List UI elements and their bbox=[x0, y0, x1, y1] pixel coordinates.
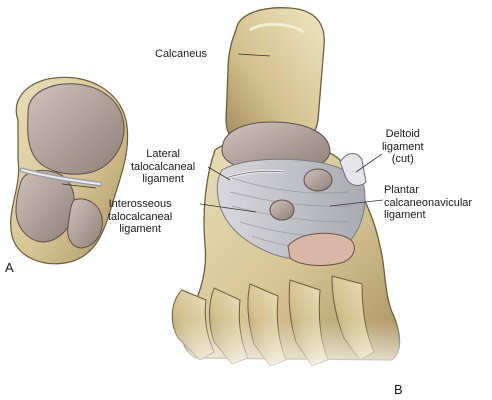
panel-b-letter: B bbox=[394, 382, 403, 397]
leader-interosseous-panel-a bbox=[61, 183, 97, 189]
plantar-calcaneonavicular-ligament-label: Plantar calcaneonavicular ligament bbox=[384, 184, 473, 221]
lateral-talocalcaneal-ligament-label: Lateral talocalcaneal ligament bbox=[131, 148, 196, 185]
leader-interosseous bbox=[199, 203, 257, 213]
panel-a-letter: A bbox=[5, 260, 14, 275]
calcaneus-label: Calcaneus bbox=[155, 48, 207, 60]
leader-lateral-talocalcaneal bbox=[207, 166, 231, 181]
panel-a-bone bbox=[10, 76, 129, 265]
leader-calcaneus bbox=[237, 53, 271, 57]
panel-b-foot bbox=[160, 7, 410, 380]
interosseous-talocalcaneal-ligament-label: Interosseous talocalcaneal ligament bbox=[108, 198, 173, 235]
leader-lines bbox=[61, 53, 384, 213]
leader-deltoid bbox=[355, 153, 383, 173]
deltoid-ligament-label: Deltoid ligament (cut) bbox=[382, 128, 424, 165]
leader-plantar-calcaneonavicular bbox=[329, 199, 384, 207]
